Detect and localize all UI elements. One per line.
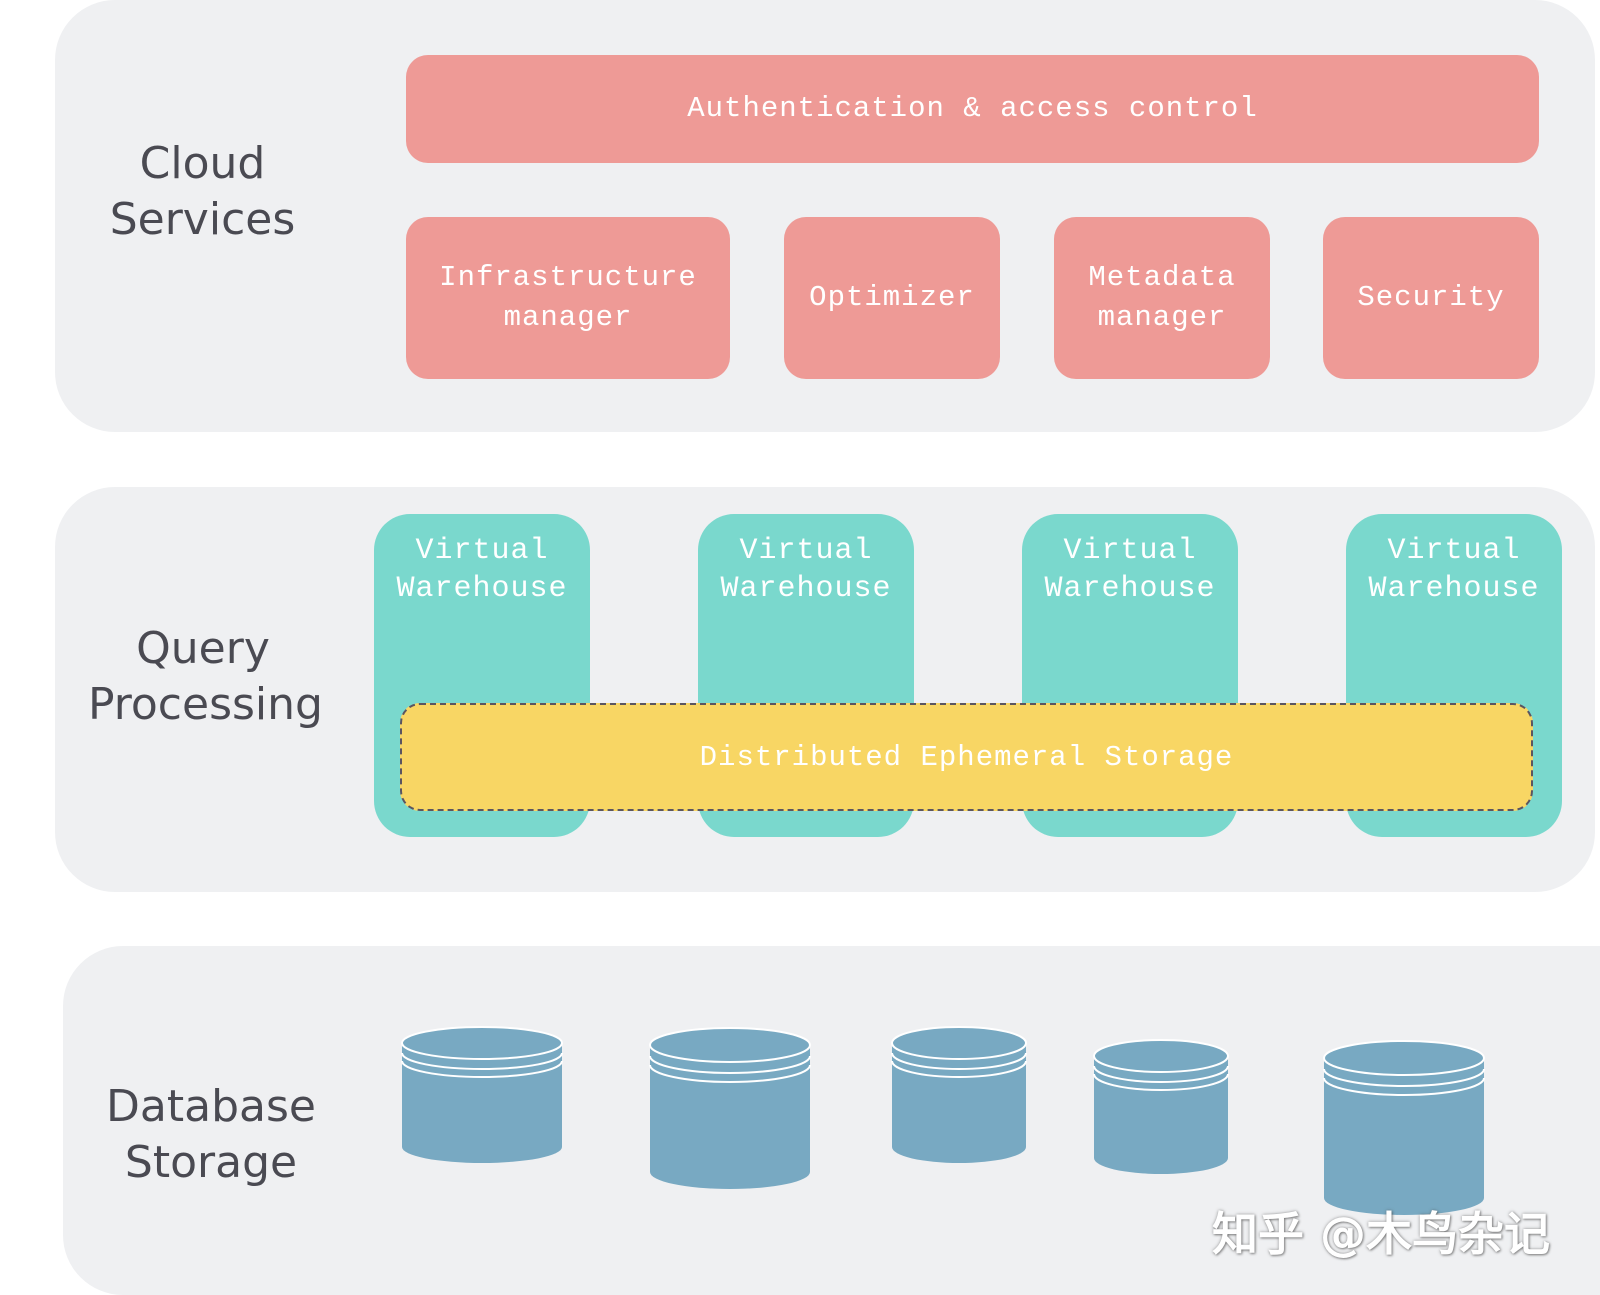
query-processing-label-line1: Query (136, 623, 270, 674)
virtual-warehouse-2-line2: Warehouse (720, 572, 892, 606)
virtual-warehouse-2-line1: Virtual (739, 534, 873, 568)
virtual-warehouse-4-line1: Virtual (1387, 534, 1521, 568)
metadata-manager-line2: manager (1097, 301, 1227, 334)
cloud-services-label-line2: Services (109, 194, 296, 245)
infrastructure-manager-box: Infrastructure manager (406, 217, 730, 379)
distributed-ephemeral-storage-label: Distributed Ephemeral Storage (699, 740, 1234, 774)
database-cylinder-4 (1093, 1039, 1229, 1174)
auth-access-control-label: Authentication & access control (687, 92, 1258, 125)
database-storage-label: Database Storage (100, 1079, 322, 1191)
infrastructure-manager-line2: manager (503, 301, 633, 334)
virtual-warehouse-1-line2: Warehouse (396, 572, 568, 606)
query-processing-label-line2: Processing (88, 679, 323, 730)
security-label: Security (1357, 281, 1505, 314)
virtual-warehouse-3-line2: Warehouse (1044, 572, 1216, 606)
virtual-warehouse-3-line1: Virtual (1063, 534, 1197, 568)
database-storage-label-line2: Storage (124, 1137, 298, 1188)
database-cylinder-1 (401, 1026, 563, 1163)
optimizer-box: Optimizer (784, 217, 1000, 379)
database-cylinder-5 (1323, 1040, 1485, 1215)
security-box: Security (1323, 217, 1539, 379)
database-cylinder-3 (891, 1026, 1027, 1163)
database-storage-label-line1: Database (106, 1081, 316, 1132)
metadata-manager-box: Metadata manager (1054, 217, 1270, 379)
cloud-services-label: Cloud Services (100, 136, 305, 248)
auth-access-control-box: Authentication & access control (406, 55, 1539, 163)
distributed-ephemeral-storage: Distributed Ephemeral Storage (400, 703, 1533, 811)
query-processing-label: Query Processing (88, 621, 323, 733)
virtual-warehouse-1-line1: Virtual (415, 534, 549, 568)
infrastructure-manager-line1: Infrastructure (439, 261, 697, 294)
virtual-warehouse-4-line2: Warehouse (1368, 572, 1540, 606)
optimizer-label: Optimizer (809, 281, 975, 314)
cloud-services-label-line1: Cloud (139, 138, 266, 189)
metadata-manager-line1: Metadata (1088, 261, 1236, 294)
watermark: 知乎 @木鸟杂记 (1212, 1207, 1551, 1261)
database-cylinder-2 (649, 1027, 811, 1189)
